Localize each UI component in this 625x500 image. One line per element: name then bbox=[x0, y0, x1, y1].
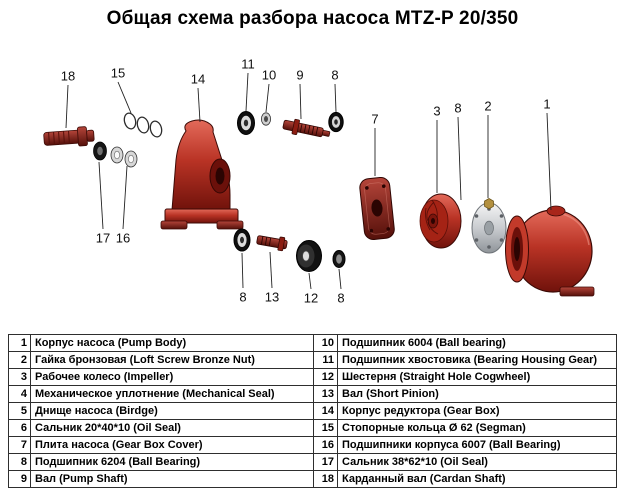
pump-body-part bbox=[505, 205, 595, 297]
part-desc: Карданный вал (Cardan Shaft) bbox=[337, 470, 617, 488]
part-number: 7 bbox=[8, 436, 31, 454]
pump-exploded-diagram bbox=[43, 72, 595, 297]
part-number: 14 bbox=[313, 402, 338, 420]
table-row: 5 Днище насоса (Birdge) 14 Корпус редукт… bbox=[8, 402, 617, 420]
table-row: 3 Рабочее колесо (Impeller) 12 Шестерня … bbox=[8, 368, 617, 386]
part-number: 2 bbox=[8, 351, 31, 369]
ball-bearing-6004-part bbox=[260, 112, 271, 126]
impeller-part bbox=[419, 193, 462, 249]
tail-bearing-part bbox=[237, 111, 255, 135]
cardan-shaft-part bbox=[43, 126, 95, 147]
table-row: 4 Механическое уплотнение (Mechanical Se… bbox=[8, 385, 617, 403]
part-desc: Сальник 20*40*10 (Oil Seal) bbox=[30, 419, 314, 437]
gear-shaft-part bbox=[282, 118, 331, 138]
part-number: 3 bbox=[8, 368, 31, 386]
callout-leader-lines bbox=[65, 72, 552, 290]
part-desc: Корпус насоса (Pump Body) bbox=[30, 334, 314, 352]
cogwheel-part bbox=[296, 240, 322, 272]
table-row: 9 Вал (Pump Shaft) 18 Карданный вал (Car… bbox=[8, 470, 617, 488]
bronze-nut-part bbox=[484, 198, 494, 210]
part-number: 18 bbox=[313, 470, 338, 488]
part-desc: Рабочее колесо (Impeller) bbox=[30, 368, 314, 386]
short-pinion-part bbox=[256, 235, 288, 252]
part-number: 12 bbox=[313, 368, 338, 386]
part-desc: Сальник 38*62*10 (Oil Seal) bbox=[337, 453, 617, 471]
part-desc: Гайка бронзовая (Loft Screw Bronze Nut) bbox=[30, 351, 314, 369]
part-number: 4 bbox=[8, 385, 31, 403]
part-number: 11 bbox=[313, 351, 338, 369]
seal-plate-part bbox=[471, 202, 507, 254]
ball-bearing-6204-top-part bbox=[328, 111, 344, 133]
part-desc: Подшипник 6204 (Ball Bearing) bbox=[30, 453, 314, 471]
page-title: Общая схема разбора насоса MTZ-P 20/350 bbox=[106, 8, 519, 29]
part-number: 5 bbox=[8, 402, 31, 420]
part-desc: Вал (Pump Shaft) bbox=[30, 470, 314, 488]
part-number: 1 bbox=[8, 334, 31, 352]
part-desc: Стопорные кольца Ø 62 (Segman) bbox=[337, 419, 617, 437]
gear-box-part bbox=[160, 119, 244, 230]
part-number: 13 bbox=[313, 385, 338, 403]
part-desc: Подшипники корпуса 6007 (Ball Bearing) bbox=[337, 436, 617, 454]
gear-box-cover-part bbox=[359, 176, 395, 241]
part-desc: Днище насоса (Birdge) bbox=[30, 402, 314, 420]
table-row: 6 Сальник 20*40*10 (Oil Seal) 15 Стопорн… bbox=[8, 419, 617, 437]
table-row: 2 Гайка бронзовая (Loft Screw Bronze Nut… bbox=[8, 351, 617, 369]
housing-bearings-part bbox=[110, 146, 138, 168]
part-desc: Подшипник хвостовика (Bearing Housing Ge… bbox=[337, 351, 617, 369]
part-desc: Шестерня (Straight Hole Cogwheel) bbox=[337, 368, 617, 386]
part-desc: Вал (Short Pinion) bbox=[337, 385, 617, 403]
part-number: 6 bbox=[8, 419, 31, 437]
parts-table: 1 Корпус насоса (Pump Body) 10 Подшипник… bbox=[8, 334, 617, 488]
table-row: 7 Плита насоса (Gear Box Cover) 16 Подши… bbox=[8, 436, 617, 454]
part-number: 8 bbox=[8, 453, 31, 471]
table-row: 1 Корпус насоса (Pump Body) 10 Подшипник… bbox=[8, 334, 617, 352]
part-desc: Подшипник 6004 (Ball bearing) bbox=[337, 334, 617, 352]
ball-bearing-6204-part bbox=[233, 228, 251, 252]
part-number: 17 bbox=[313, 453, 338, 471]
part-number: 10 bbox=[313, 334, 338, 352]
circlip-rings-part bbox=[123, 112, 163, 138]
part-desc: Плита насоса (Gear Box Cover) bbox=[30, 436, 314, 454]
ball-bearing-small-part bbox=[332, 250, 346, 268]
part-number: 15 bbox=[313, 419, 338, 437]
oil-seal-part bbox=[93, 141, 107, 161]
part-number: 16 bbox=[313, 436, 338, 454]
table-row: 8 Подшипник 6204 (Ball Bearing) 17 Сальн… bbox=[8, 453, 617, 471]
part-desc: Корпус редуктора (Gear Box) bbox=[337, 402, 617, 420]
part-desc: Механическое уплотнение (Mechanical Seal… bbox=[30, 385, 314, 403]
part-number: 9 bbox=[8, 470, 31, 488]
